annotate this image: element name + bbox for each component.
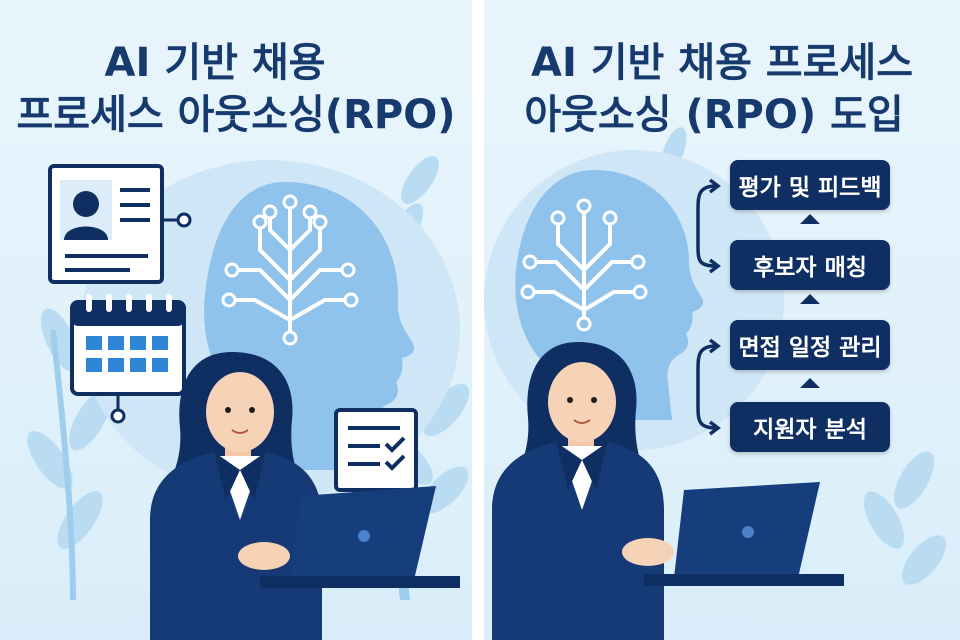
woman-with-laptop-icon — [492, 342, 844, 640]
step-evaluation-feedback: 평가 및 피드백 — [730, 160, 890, 210]
step-candidate-matching: 후보자 매칭 — [730, 240, 890, 290]
profile-card-icon — [48, 164, 192, 284]
step-label: 후보자 매칭 — [753, 255, 867, 281]
right-title-line2: 아웃소싱 (RPO) 도입 — [524, 92, 904, 138]
panel-divider — [472, 0, 484, 640]
right-illustration — [484, 127, 947, 640]
calendar-icon — [70, 294, 186, 424]
left-illustration-panel: AI 기반 채용 프로세스 아웃소싱(RPO) — [0, 0, 472, 640]
left-title-line1: AI 기반 채용 — [104, 40, 326, 86]
woman-with-laptop-icon — [150, 352, 460, 640]
step-label: 면접 일정 관리 — [738, 335, 882, 361]
step-label: 평가 및 피드백 — [738, 175, 882, 201]
step-interview-scheduling: 면접 일정 관리 — [730, 320, 890, 370]
ai-circuit-icon — [230, 203, 350, 337]
left-title-line2: 프로세스 아웃소싱(RPO) — [16, 92, 456, 138]
checklist-icon — [334, 408, 418, 492]
circuit-nodes — [221, 194, 359, 346]
circuit-nodes — [520, 198, 648, 332]
up-arrow-icons — [800, 214, 820, 388]
ai-circuit-icon — [530, 208, 638, 322]
flow-bracket-upper — [696, 178, 721, 274]
left-illustration — [27, 156, 470, 640]
flow-bracket-lower — [696, 338, 721, 436]
right-title-line1: AI 기반 채용 프로세스 — [530, 40, 914, 86]
step-label: 지원자 분석 — [753, 417, 867, 443]
right-illustration-panel: AI 기반 채용 프로세스 아웃소싱 (RPO) 도입 평가 및 피드백 후보자… — [484, 0, 960, 640]
step-applicant-analysis: 지원자 분석 — [730, 402, 890, 452]
